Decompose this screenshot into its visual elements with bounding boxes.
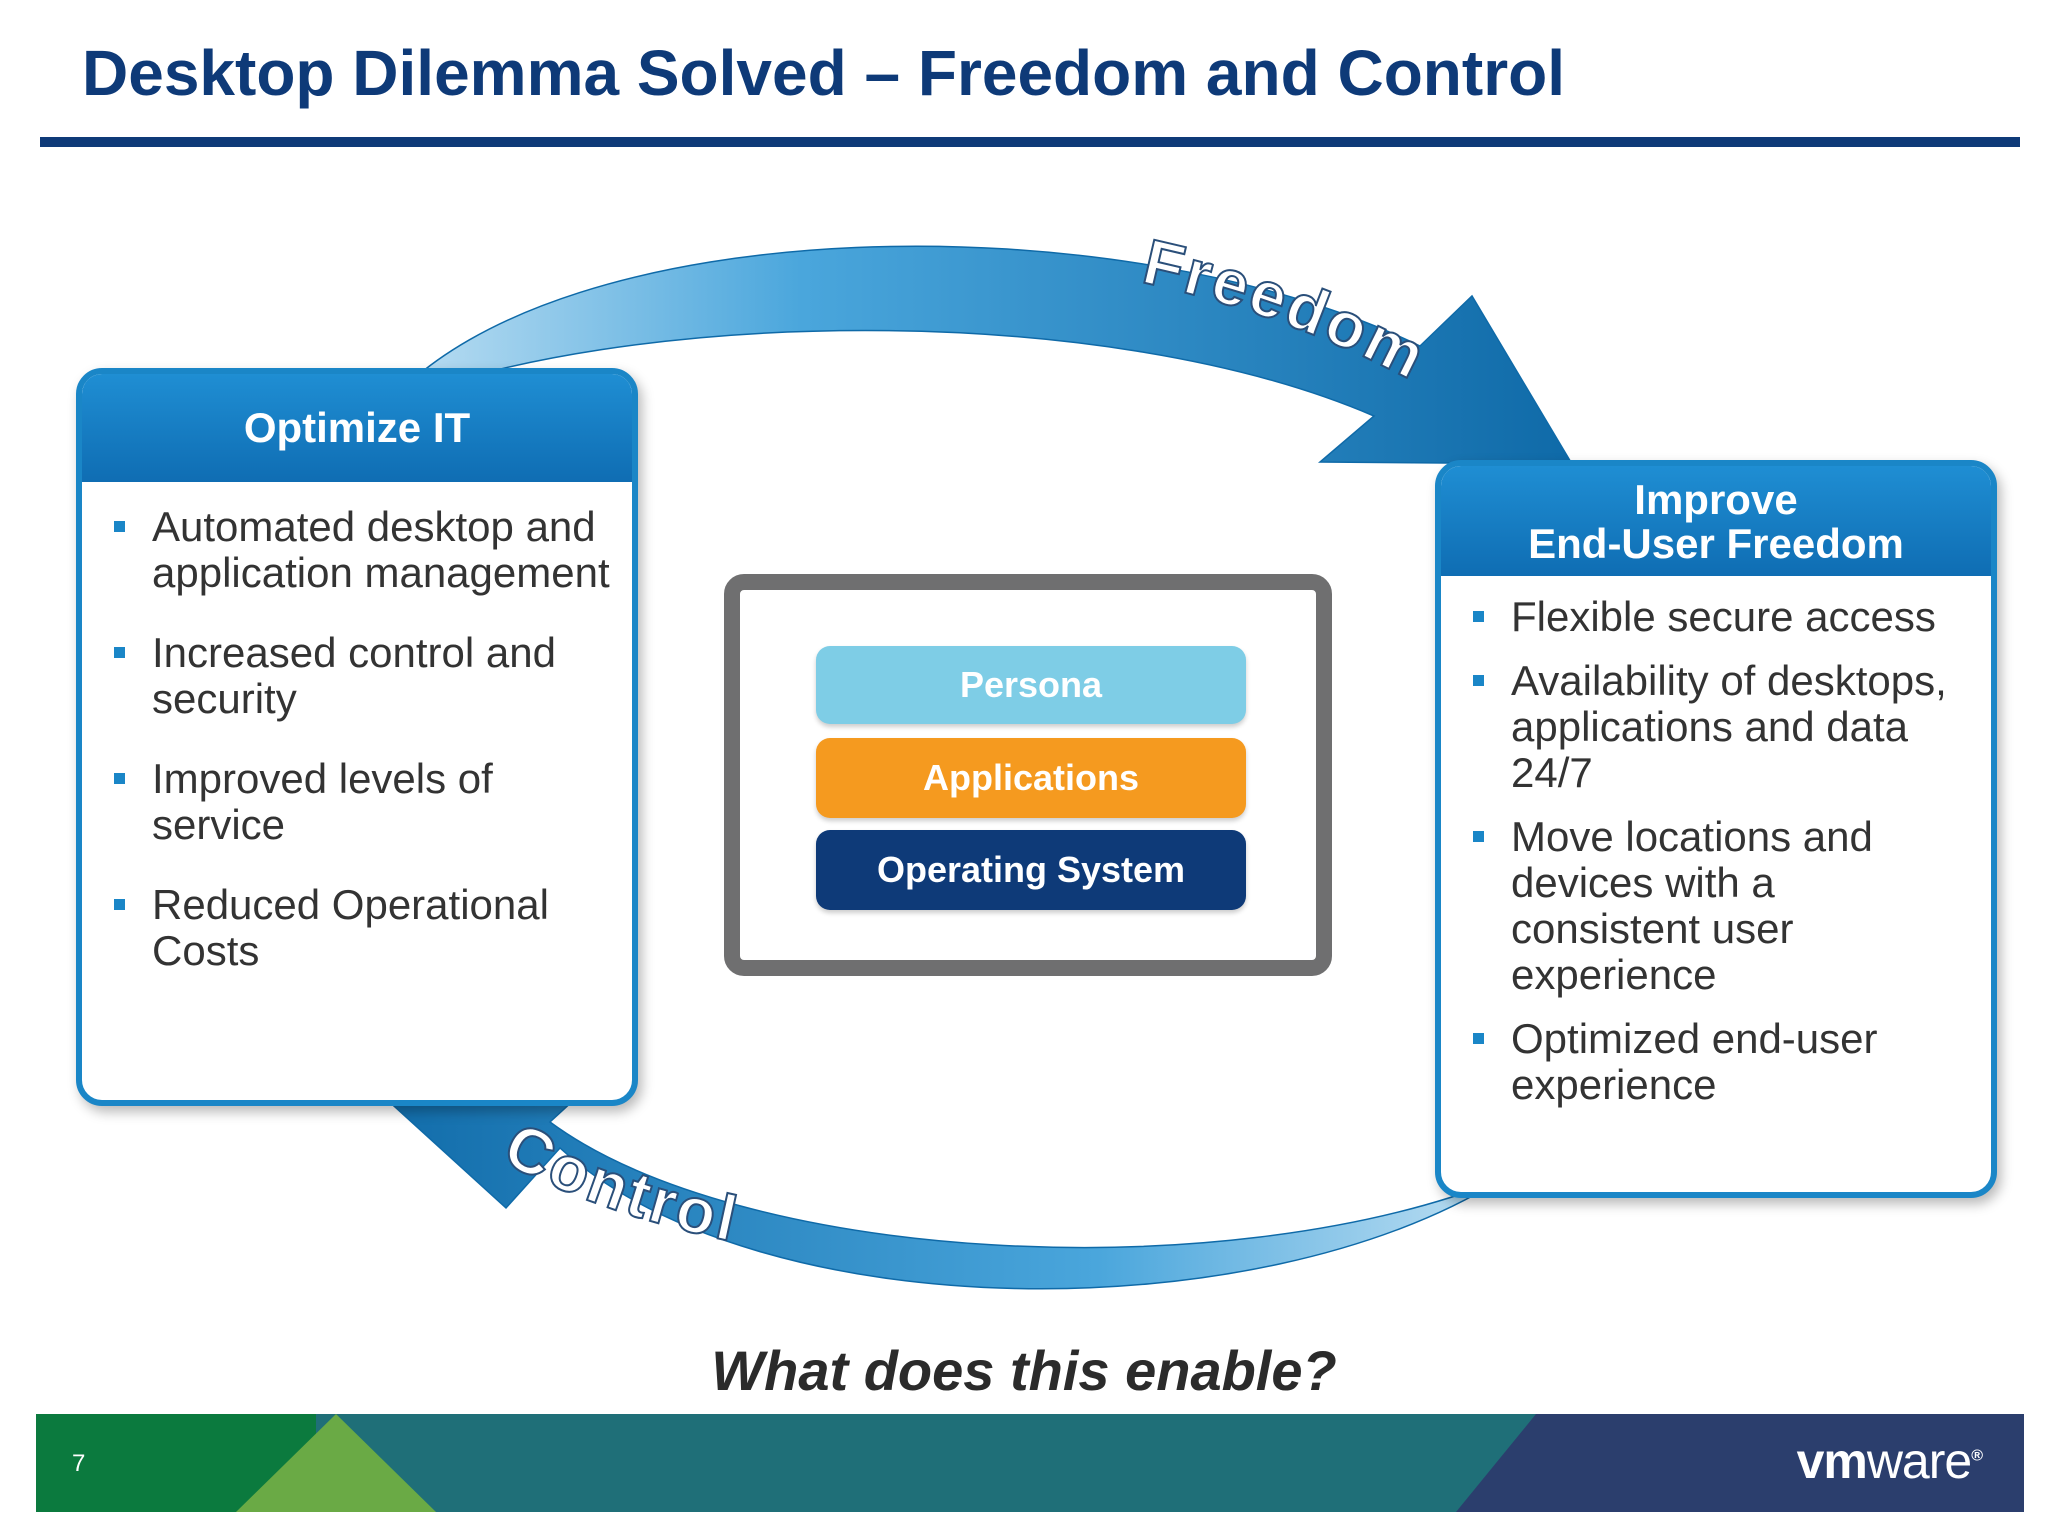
heading-line-2: End-User Freedom (1528, 520, 1904, 567)
closing-question: What does this enable? (711, 1339, 1337, 1402)
optimize-it-heading: Optimize IT (82, 374, 632, 482)
end-user-freedom-panel: Improve End-User Freedom Flexible secure… (1435, 460, 1997, 1198)
list-item: Automated desktop and application manage… (114, 504, 612, 596)
list-item: Availability of desktops, applications a… (1473, 658, 1971, 796)
end-user-freedom-heading: Improve End-User Freedom (1441, 466, 1991, 576)
list-item: Increased control and security (114, 630, 612, 722)
persona-layer: Persona (816, 646, 1246, 724)
optimize-it-panel: Optimize IT Automated desktop and applic… (76, 368, 638, 1106)
end-user-freedom-list: Flexible secure access Availability of d… (1441, 576, 1991, 1108)
heading-line-1: Improve (1634, 476, 1798, 523)
list-item: Move locations and devices with a consis… (1473, 814, 1971, 998)
logo-bold: vm (1796, 1433, 1868, 1489)
list-item: Improved levels of service (114, 756, 612, 848)
vmware-logo: vmware® (1796, 1432, 1983, 1490)
list-item: Optimized end-user experience (1473, 1016, 1971, 1108)
footer-triangle (236, 1414, 436, 1512)
list-item: Flexible secure access (1473, 594, 1971, 640)
list-item: Reduced Operational Costs (114, 882, 612, 974)
operating-system-layer: Operating System (816, 830, 1246, 910)
control-arrow-label: Control (494, 1108, 746, 1255)
logo-light: ware (1866, 1433, 1972, 1489)
applications-layer: Applications (816, 738, 1246, 818)
logo-registered-mark: ® (1971, 1447, 1983, 1465)
slide-title: Desktop Dilemma Solved – Freedom and Con… (82, 37, 1565, 109)
footer-navy-band (1456, 1414, 2024, 1512)
control-text-path: Control (493, 1107, 744, 1256)
page-number: 7 (72, 1450, 86, 1477)
footer-bar: 7 vmware® (36, 1414, 2024, 1512)
title-underline (40, 137, 2020, 147)
optimize-it-list: Automated desktop and application manage… (82, 482, 632, 974)
freedom-arrow (387, 245, 1574, 465)
